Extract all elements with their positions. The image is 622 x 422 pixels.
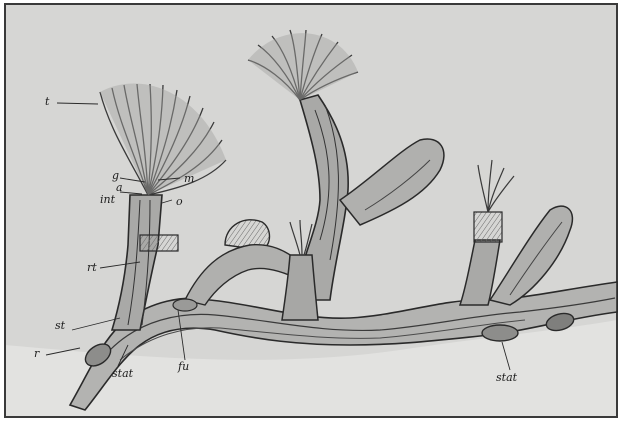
label-o: o [176,196,183,207]
left-zooid-collar [140,235,178,251]
label-t: t [45,96,49,107]
label-stat-right: stat [496,372,517,383]
statoblast-right-1 [482,325,518,341]
label-stat-left: stat [112,368,133,379]
label-a: a [116,182,123,193]
label-int: int [100,194,115,205]
right-zooid-collar [474,212,502,242]
label-fu: fu [178,361,189,372]
label-rt: rt [87,262,97,273]
funiculus-bulge [173,299,197,311]
label-g: g [112,170,119,181]
label-st: st [55,320,65,331]
label-r: r [34,348,39,359]
label-m: m [184,173,194,184]
